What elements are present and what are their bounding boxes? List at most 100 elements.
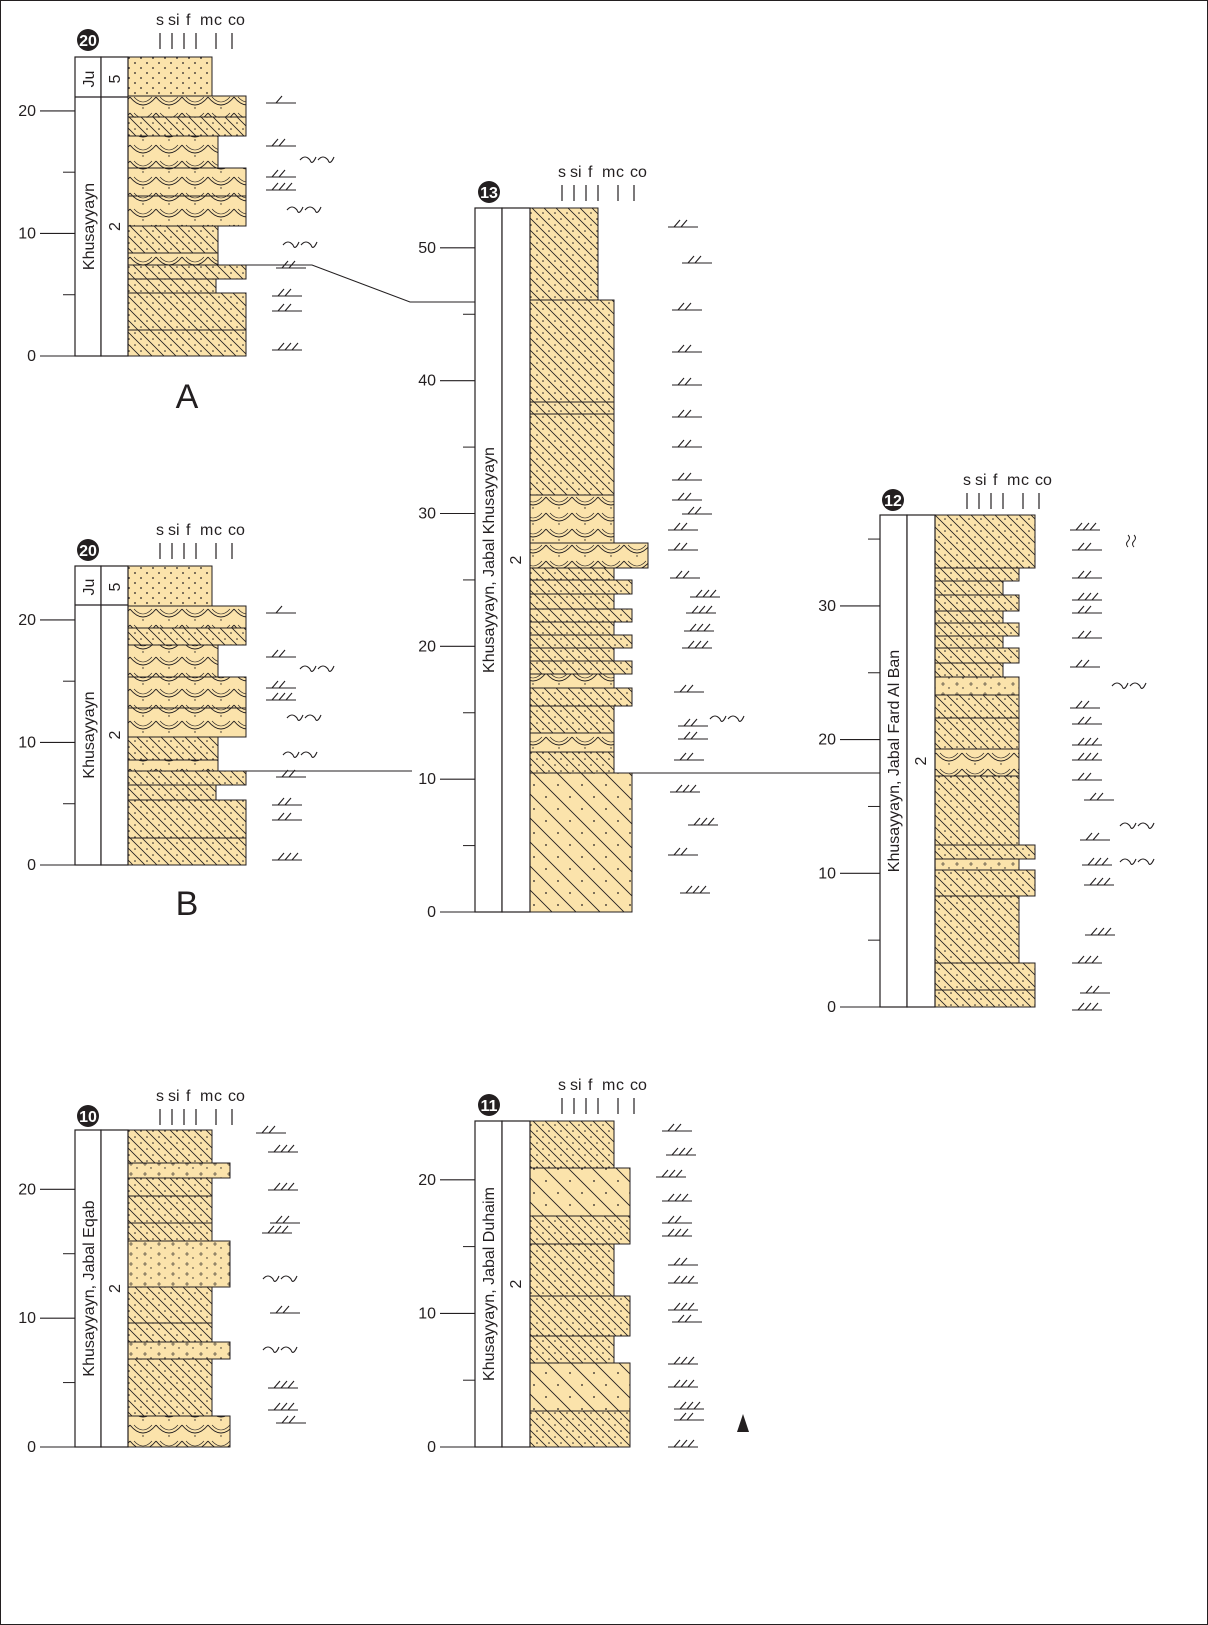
cb-stroke: [1078, 543, 1084, 550]
cb-stroke: [687, 1413, 693, 1420]
cb-stroke: [278, 798, 284, 805]
grain-size-label-co: co: [630, 164, 647, 181]
cb-stroke: [681, 1276, 687, 1283]
unit-strip: [101, 57, 128, 356]
section-20B: Ju5Khusayyayn20102020ssifmccoB: [18, 522, 334, 923]
cross-bedding-icon: [1084, 793, 1114, 800]
cross-bedding-icon: [674, 753, 704, 760]
cb-stroke: [1086, 833, 1092, 840]
cross-bedding-icon: [1072, 593, 1102, 600]
cb-stroke: [274, 1183, 280, 1190]
cross-bedding-icon: [272, 343, 302, 350]
grain-size-label-s: s: [156, 1088, 164, 1105]
cb-stroke: [1085, 631, 1091, 638]
panel-letter-A: A: [176, 378, 199, 416]
wavy-lamination-icon: [710, 716, 744, 721]
cb-stroke: [278, 289, 284, 296]
cb-stroke: [685, 345, 691, 352]
bed-t: [128, 760, 218, 771]
depth-label-0: 0: [27, 348, 36, 365]
unit-label: 2: [508, 1279, 525, 1288]
formation-label: Khusayyayn, Jabal Eqab: [81, 1200, 98, 1376]
wavy-lamination-icon: [263, 1276, 297, 1281]
cross-bedding-icon: [668, 543, 698, 550]
cross-bedding-icon: [684, 624, 714, 631]
grain-size-label-m: m: [200, 1088, 213, 1105]
cb-stroke: [1092, 738, 1098, 745]
cross-bedding-icon: [1072, 631, 1102, 638]
wavy-stroke: [263, 1276, 297, 1281]
grain-size-label-si: si: [570, 1077, 582, 1094]
cross-bedding-icon: [1072, 956, 1102, 963]
cb-stroke: [678, 345, 684, 352]
bed-t: [530, 733, 614, 752]
bed-t: [530, 674, 614, 688]
bed-X: [530, 1363, 630, 1411]
cb-stroke: [685, 1315, 691, 1322]
cross-bedding-icon: [656, 1170, 686, 1177]
cb-stroke: [681, 1357, 687, 1364]
cb-stroke: [1093, 986, 1099, 993]
cb-stroke: [678, 378, 684, 385]
cb-stroke: [687, 685, 693, 692]
bed-x: [530, 1411, 630, 1447]
cb-stroke: [675, 1124, 681, 1131]
wavy-stroke: [263, 1347, 297, 1352]
cross-bedding-icon: [668, 1258, 698, 1265]
cross-bedding-icon: [672, 345, 702, 352]
depth-label-10: 10: [818, 865, 836, 882]
wavy-lamination-icon: [263, 1347, 297, 1352]
cross-bedding-icon: [662, 1216, 692, 1223]
wavy-lamination-icon: [1120, 859, 1154, 864]
bed-t: [530, 543, 648, 568]
cross-bedding-icon: [256, 1126, 286, 1133]
cross-bedding-icon: [272, 798, 302, 805]
cb-stroke: [685, 493, 691, 500]
cb-stroke: [706, 606, 712, 613]
cb-stroke: [283, 1216, 289, 1223]
paleocurrent-arrow-icon: [266, 606, 296, 613]
unit-label: 2: [107, 730, 124, 739]
bed-x: [530, 622, 614, 635]
bed-t: [530, 495, 614, 543]
cb-stroke: [688, 507, 694, 514]
depth-label-20: 20: [18, 612, 36, 629]
cb-stroke: [686, 886, 692, 893]
bed-x: [530, 568, 614, 580]
paleocurrent-arrow-icon: [266, 96, 296, 103]
bed-x: [128, 1130, 212, 1163]
cb-stroke: [699, 606, 705, 613]
depth-label-10: 10: [418, 771, 436, 788]
cb-stroke: [703, 590, 709, 597]
cb-stroke: [1092, 753, 1098, 760]
bed-x: [128, 293, 246, 330]
cross-bedding-icon: [682, 507, 712, 514]
cb-stroke: [695, 256, 701, 263]
cb-stroke: [690, 785, 696, 792]
cb-stroke: [279, 170, 285, 177]
cb-stroke: [695, 641, 701, 648]
cb-stroke: [1090, 878, 1096, 885]
wavy-lamination-icon: [1112, 683, 1146, 688]
cb-stroke: [285, 289, 291, 296]
cb-stroke: [704, 624, 710, 631]
cb-stroke: [269, 1126, 275, 1133]
depth-label-20: 20: [18, 1181, 36, 1198]
cb-stroke: [675, 1229, 681, 1236]
grain-size-label-f: f: [588, 164, 593, 181]
cross-bedding-icon: [1072, 753, 1102, 760]
wavy-stroke: [1120, 859, 1154, 864]
cb-stroke: [272, 170, 278, 177]
cb-stroke: [1078, 773, 1084, 780]
cross-bedding-icon: [270, 1306, 300, 1313]
bed-x: [128, 1196, 212, 1223]
bed-x: [128, 838, 246, 865]
cb-stroke: [687, 1402, 693, 1409]
grain-size-label-f: f: [186, 12, 191, 29]
cb-stroke: [674, 1380, 680, 1387]
cb-stroke: [681, 1303, 687, 1310]
cross-bedding-icon: [272, 304, 302, 311]
cb-stroke: [680, 685, 686, 692]
wavy-stroke: [300, 666, 334, 671]
bed-x: [935, 623, 1019, 636]
